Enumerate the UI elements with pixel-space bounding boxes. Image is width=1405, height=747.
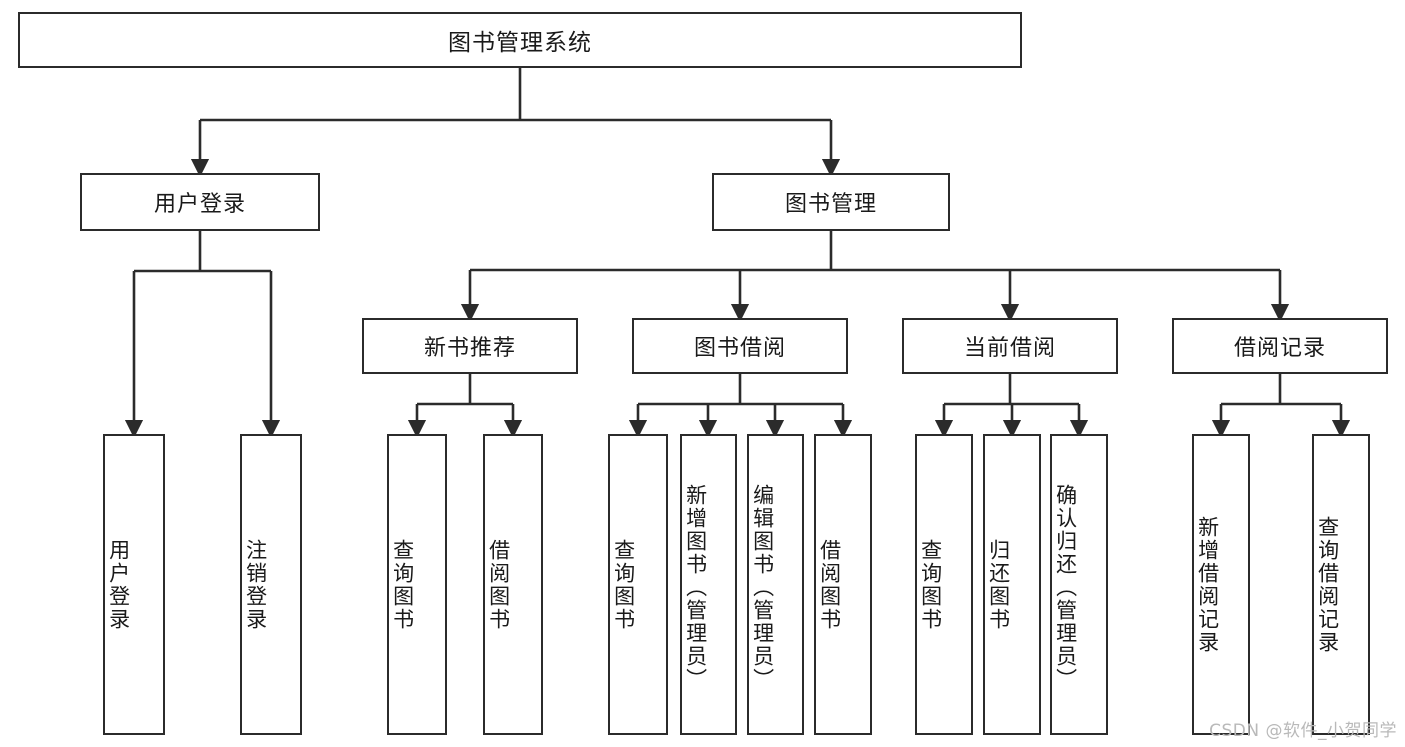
node-leaf-user-login-label: 用户登录 [106, 538, 131, 631]
node-leaf-record-add[interactable]: 新增借阅记录 [1192, 434, 1250, 735]
node-current-borrow[interactable]: 当前借阅 [902, 318, 1118, 374]
node-current-borrow-label: 当前借阅 [963, 336, 1056, 361]
node-leaf-user-login[interactable]: 用户登录 [103, 434, 165, 735]
node-leaf-record-add-label: 新增借阅记录 [1195, 515, 1220, 654]
node-root[interactable]: 图书管理系统 [18, 12, 1022, 68]
node-leaf-cur-return[interactable]: 归还图书 [983, 434, 1041, 735]
node-leaf-user-logout[interactable]: 注销登录 [240, 434, 302, 735]
node-leaf-cur-query-label: 查询图书 [918, 538, 943, 631]
node-leaf-borrow-add[interactable]: 新增图书（管理员） [680, 434, 737, 735]
node-root-label: 图书管理系统 [448, 30, 592, 56]
node-leaf-borrow-edit[interactable]: 编辑图书（管理员） [747, 434, 804, 735]
node-leaf-borrow-lend-label: 借阅图书 [817, 538, 842, 631]
node-new-book-rec-label: 新书推荐 [423, 336, 516, 361]
node-leaf-cur-query[interactable]: 查询图书 [915, 434, 973, 735]
node-leaf-borrow-add-label: 新增图书（管理员） [683, 484, 708, 691]
node-user-login[interactable]: 用户登录 [80, 173, 320, 231]
node-leaf-rec-query[interactable]: 查询图书 [387, 434, 447, 735]
node-leaf-cur-return-label: 归还图书 [986, 538, 1011, 631]
node-borrow-record[interactable]: 借阅记录 [1172, 318, 1388, 374]
node-leaf-cur-confirm-label: 确认归还（管理员） [1053, 484, 1078, 691]
node-leaf-borrow-query-label: 查询图书 [611, 538, 636, 631]
node-leaf-borrow-query[interactable]: 查询图书 [608, 434, 668, 735]
node-leaf-rec-borrow-label: 借阅图书 [486, 538, 511, 631]
csdn-watermark: CSDN @软件_小贺同学 [1209, 721, 1397, 741]
node-new-book-rec[interactable]: 新书推荐 [362, 318, 578, 374]
node-leaf-record-query-label: 查询借阅记录 [1315, 515, 1340, 654]
node-borrow-record-label: 借阅记录 [1233, 336, 1326, 361]
node-leaf-rec-borrow[interactable]: 借阅图书 [483, 434, 543, 735]
node-book-borrow[interactable]: 图书借阅 [632, 318, 848, 374]
node-book-manage[interactable]: 图书管理 [712, 173, 950, 231]
node-leaf-cur-confirm[interactable]: 确认归还（管理员） [1050, 434, 1108, 735]
node-leaf-user-logout-label: 注销登录 [243, 538, 268, 631]
node-leaf-record-query[interactable]: 查询借阅记录 [1312, 434, 1370, 735]
node-book-manage-label: 图书管理 [784, 192, 877, 217]
node-leaf-borrow-lend[interactable]: 借阅图书 [814, 434, 872, 735]
node-book-borrow-label: 图书借阅 [693, 336, 786, 361]
node-user-login-label: 用户登录 [153, 192, 246, 217]
node-leaf-borrow-edit-label: 编辑图书（管理员） [750, 484, 775, 691]
node-leaf-rec-query-label: 查询图书 [390, 538, 415, 631]
